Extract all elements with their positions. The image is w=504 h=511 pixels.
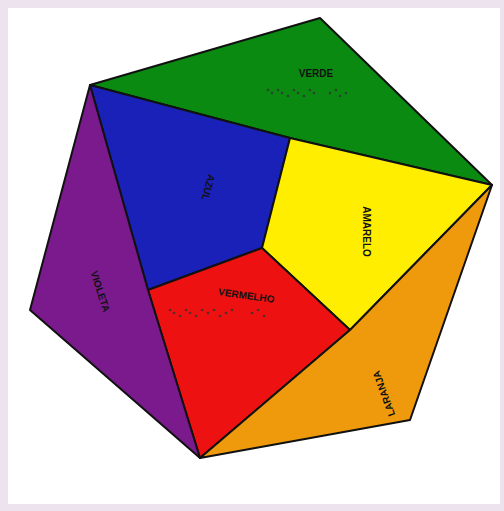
color-region: VERDE: [297, 68, 335, 79]
color-region: AMARELO: [361, 204, 372, 259]
region-label: VERDE: [297, 68, 335, 79]
region-label: AMARELO: [361, 204, 372, 259]
